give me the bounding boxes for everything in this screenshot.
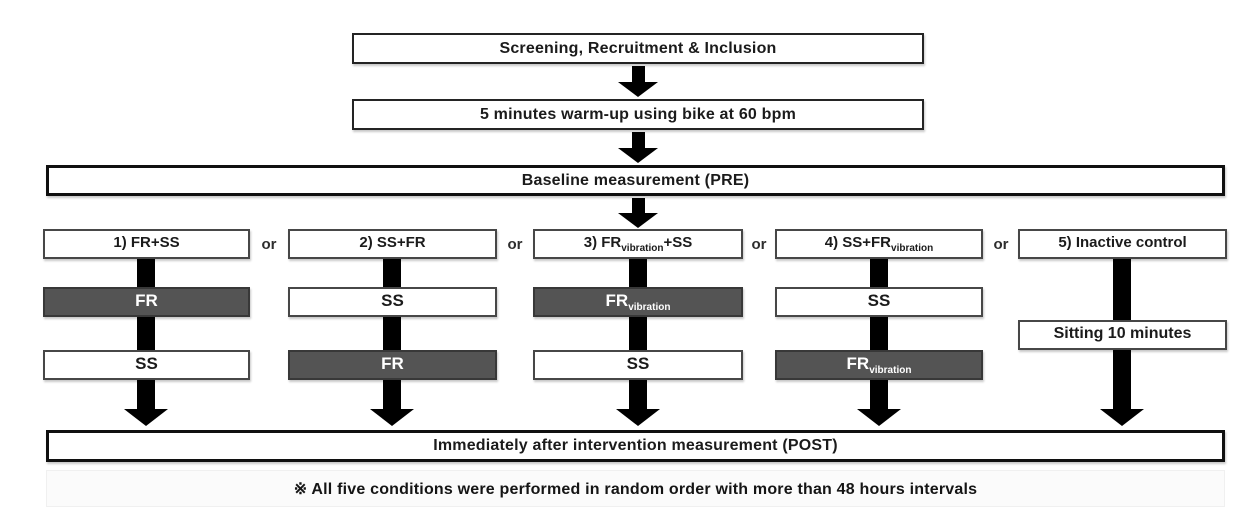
- connector-bar: [137, 315, 155, 352]
- connector-bar: [870, 257, 888, 289]
- post-measurement-box: Immediately after intervention measureme…: [46, 430, 1225, 462]
- condition-5-header: 5) Inactive control: [1018, 229, 1227, 259]
- label-text: FR: [605, 291, 629, 310]
- label-text: 1) FR+SS: [113, 234, 180, 251]
- warmup-label: 5 minutes warm-up using bike at 60 bpm: [479, 105, 797, 123]
- condition-3-header-label: 3) FRvibration+SS: [584, 234, 693, 254]
- condition-3-step-1-box: FRvibration: [533, 287, 743, 317]
- condition-5-sitting-box: Sitting 10 minutes: [1018, 320, 1227, 350]
- down-arrow-icon: [1113, 348, 1131, 410]
- down-arrowhead-icon: [618, 148, 658, 163]
- post-measurement-label: Immediately after intervention measureme…: [433, 437, 838, 454]
- down-arrowhead-icon: [616, 409, 660, 426]
- step-label: Sitting 10 minutes: [1054, 325, 1192, 345]
- down-arrowhead-icon: [857, 409, 901, 426]
- condition-1-step-1-box: FR: [43, 287, 250, 317]
- label-text: FR: [135, 291, 158, 310]
- down-arrow-icon: [632, 132, 645, 149]
- screening-label: Screening, Recruitment & Inclusion: [499, 39, 777, 57]
- condition-3-step-2-box: SS: [533, 350, 743, 380]
- condition-1-step-2-box: SS: [43, 350, 250, 380]
- down-arrowhead-icon: [124, 409, 168, 426]
- connector-bar: [137, 257, 155, 289]
- connector-bar: [383, 257, 401, 289]
- label-subscript: vibration: [628, 302, 671, 313]
- step-label: SS: [135, 354, 158, 376]
- label-text: SS: [135, 354, 158, 373]
- step-label: FRvibration: [847, 354, 912, 376]
- down-arrowhead-icon: [370, 409, 414, 426]
- connector-bar: [870, 315, 888, 352]
- warmup-box: 5 minutes warm-up using bike at 60 bpm: [352, 99, 924, 130]
- pre-measurement-box: Baseline measurement (PRE): [46, 165, 1225, 196]
- connector-bar: [629, 257, 647, 289]
- label-text: 3) FR: [583, 234, 622, 251]
- down-arrowhead-icon: [618, 213, 658, 228]
- footnote-label: ※ All five conditions were performed in …: [293, 480, 978, 498]
- down-arrow-icon: [632, 66, 645, 83]
- down-arrowhead-icon: [1100, 409, 1144, 426]
- step-label: SS: [381, 291, 404, 313]
- connector-bar: [1113, 257, 1131, 322]
- connector-bar: [383, 315, 401, 352]
- label-text: FR: [846, 354, 870, 373]
- screening-box: Screening, Recruitment & Inclusion: [352, 33, 924, 64]
- label-text: 4) SS+FR: [824, 234, 892, 251]
- connector-bar: [629, 315, 647, 352]
- down-arrowhead-icon: [618, 82, 658, 97]
- condition-4-header-label: 4) SS+FRvibration: [825, 234, 934, 254]
- condition-4-header: 4) SS+FRvibration: [775, 229, 983, 259]
- label-text: SS: [867, 291, 891, 310]
- condition-4-step-2-box: FRvibration: [775, 350, 983, 380]
- label-text: +SS: [663, 234, 693, 251]
- label-text: SS: [381, 291, 404, 310]
- down-arrow-icon: [632, 198, 645, 214]
- or-separator: or: [993, 236, 1009, 253]
- condition-1-header: 1) FR+SS: [43, 229, 250, 259]
- step-label: FRvibration: [606, 291, 671, 313]
- or-separator: or: [751, 236, 767, 253]
- condition-2-header: 2) SS+FR: [288, 229, 497, 259]
- condition-4-step-1-box: SS: [775, 287, 983, 317]
- down-arrow-icon: [137, 378, 155, 410]
- step-label: SS: [868, 291, 891, 313]
- label-subscript: vibration: [891, 243, 934, 254]
- label-text: Sitting 10 minutes: [1053, 325, 1192, 342]
- step-label: SS: [627, 354, 650, 376]
- or-separator: or: [261, 236, 277, 253]
- label-text: SS: [626, 354, 650, 373]
- step-label: FR: [135, 291, 158, 313]
- down-arrow-icon: [870, 378, 888, 410]
- label-text: 5) Inactive control: [1058, 234, 1187, 251]
- condition-2-step-2-box: FR: [288, 350, 497, 380]
- condition-3-header: 3) FRvibration+SS: [533, 229, 743, 259]
- label-text: 2) SS+FR: [359, 234, 426, 251]
- condition-2-step-1-box: SS: [288, 287, 497, 317]
- step-label: FR: [381, 354, 404, 376]
- down-arrow-icon: [383, 378, 401, 410]
- label-subscript: vibration: [869, 365, 912, 376]
- down-arrow-icon: [629, 378, 647, 410]
- condition-1-header-label: 1) FR+SS: [113, 234, 179, 254]
- or-separator: or: [507, 236, 523, 253]
- footnote-band: ※ All five conditions were performed in …: [46, 470, 1225, 507]
- label-text: FR: [381, 354, 404, 373]
- condition-2-header-label: 2) SS+FR: [359, 234, 425, 254]
- label-subscript: vibration: [621, 243, 664, 254]
- pre-measurement-label: Baseline measurement (PRE): [521, 171, 750, 189]
- condition-5-header-label: 5) Inactive control: [1058, 234, 1186, 254]
